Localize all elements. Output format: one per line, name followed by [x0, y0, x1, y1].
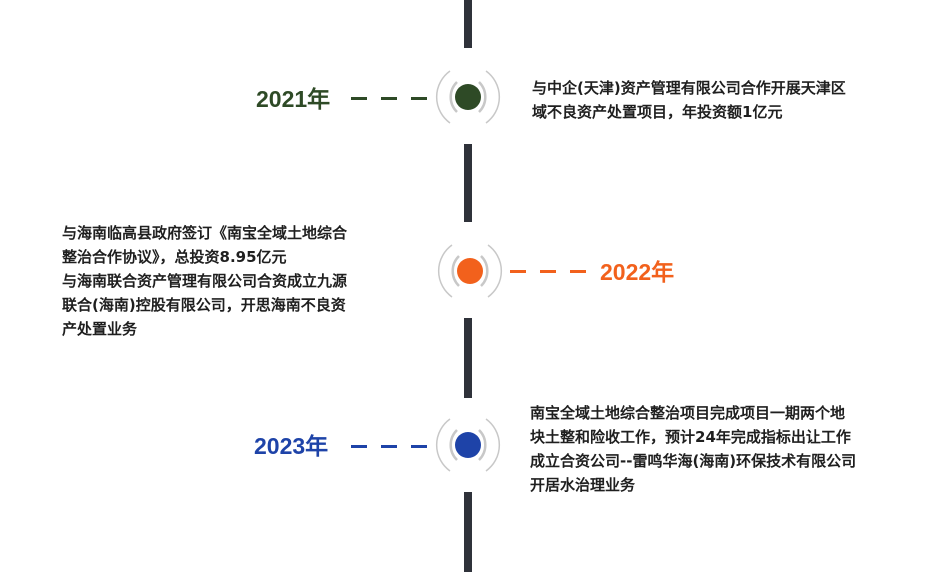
year-label-2023: 2023年: [254, 433, 329, 459]
connector-dash: [570, 270, 586, 273]
description-line: 成立合资公司--雷鸣华海(海南)环保技术有限公司: [530, 452, 857, 470]
timeline-node-2022: [432, 233, 508, 309]
description-line: 与海南联合资产管理有限公司合资成立九源: [62, 272, 348, 290]
description-line: 域不良资产处置项目，年投资额1亿元: [532, 103, 783, 121]
description-line: 与海南临高县政府签订《南宝全域土地综合: [62, 224, 348, 242]
timeline-dot-2023: [455, 432, 481, 458]
description-line: 产处置业务: [62, 320, 138, 338]
connector-dash: [411, 445, 427, 448]
timeline-node-2021: [430, 59, 506, 135]
timeline-axis-bottom: [464, 492, 472, 572]
description-line: 南宝全域土地综合整治项目完成项目一期两个地: [530, 404, 846, 422]
connector-dash: [381, 97, 397, 100]
connector-dash: [351, 97, 367, 100]
timeline-description-2023: 南宝全域土地综合整治项目完成项目一期两个地 块土整和险收工作，预计24年完成指标…: [530, 401, 856, 497]
connector-dash: [381, 445, 397, 448]
connector-dash: [411, 97, 427, 100]
description-line: 与中企(天津)资产管理有限公司合作开展天津区: [532, 79, 846, 97]
connector-dash: [540, 270, 556, 273]
connector-dash: [351, 445, 367, 448]
timeline-dot-2021: [455, 84, 481, 110]
connector-dash: [510, 270, 526, 273]
timeline-dot-2022: [457, 258, 483, 284]
description-line: 块土整和险收工作，预计24年完成指标出让工作: [530, 428, 851, 446]
timeline-description-2022: 与海南临高县政府签订《南宝全域土地综合 整治合作协议》，总投资8.95亿元 与海…: [62, 221, 347, 341]
timeline-description-2021: 与中企(天津)资产管理有限公司合作开展天津区 域不良资产处置项目，年投资额1亿元: [532, 76, 846, 124]
year-label-2022: 2022年: [600, 259, 675, 285]
timeline-axis-top: [464, 0, 472, 48]
description-line: 开居水治理业务: [530, 476, 636, 494]
description-line: 联合(海南)控股有限公司，开思海南不良资: [62, 296, 346, 314]
timeline-axis-segment: [464, 144, 472, 222]
timeline-axis-segment: [464, 318, 472, 398]
timeline-node-2023: [430, 407, 506, 483]
description-line: 整治合作协议》，总投资8.95亿元: [62, 248, 287, 266]
year-label-2021: 2021年: [256, 86, 331, 112]
